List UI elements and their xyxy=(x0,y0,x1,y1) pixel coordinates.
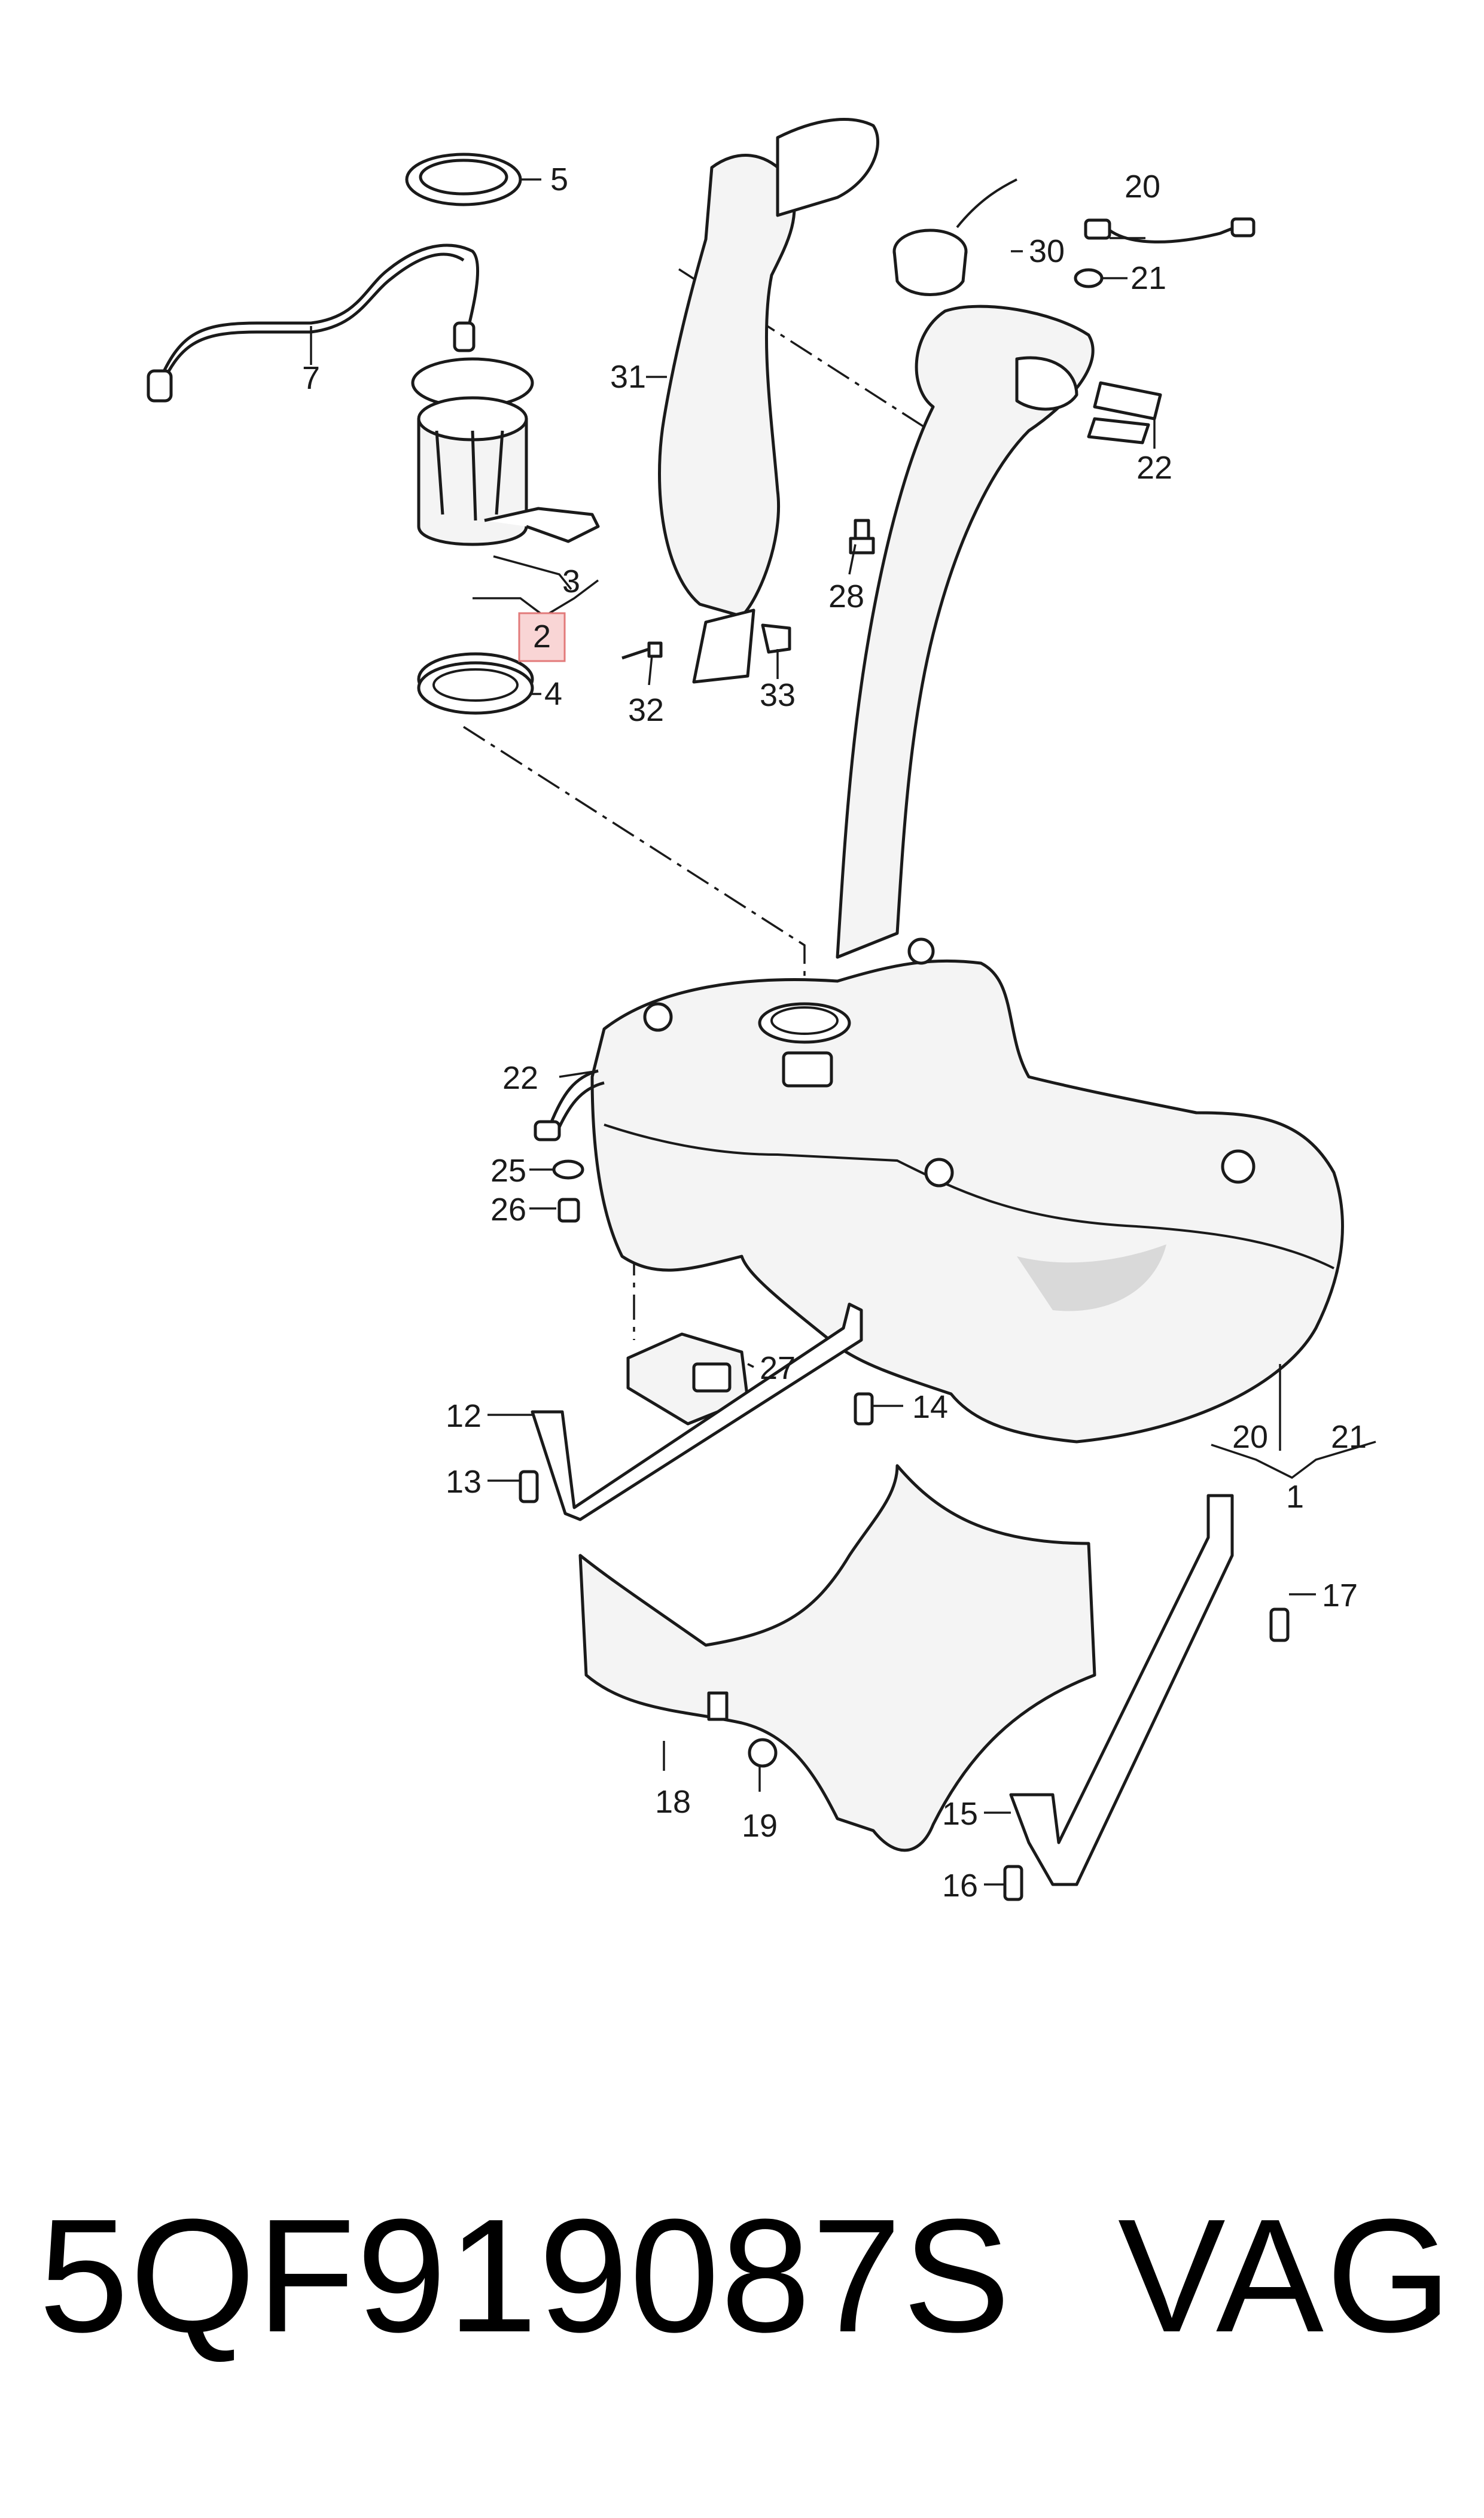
tank-strap-rear xyxy=(1003,1494,1290,1901)
heat-shield-part-18 xyxy=(578,1464,1096,1852)
callout-1[interactable]: 1 xyxy=(1286,1479,1304,1515)
callout-28[interactable]: 28 xyxy=(828,578,864,614)
sensor-part-20-top xyxy=(1074,217,1256,288)
callout-12[interactable]: 12 xyxy=(446,1398,482,1434)
callout-21-top[interactable]: 21 xyxy=(1130,260,1166,296)
callout-20-top[interactable]: 20 xyxy=(1125,169,1160,205)
callout-27[interactable]: 27 xyxy=(760,1350,796,1386)
callout-33[interactable]: 33 xyxy=(760,677,796,713)
fuel-pump-module-part-2 xyxy=(411,357,600,546)
callout-16[interactable]: 16 xyxy=(942,1868,978,1904)
callout-17[interactable]: 17 xyxy=(1322,1578,1358,1613)
callout-labels: 2 5 7 3 4 31 30 20 21 22 28 32 33 22 25 … xyxy=(302,162,1367,1904)
callout-21-tank[interactable]: 21 xyxy=(1331,1419,1367,1455)
tank-strap-front xyxy=(519,1302,874,1521)
callout-3[interactable]: 3 xyxy=(562,564,580,599)
lock-ring-part-4 xyxy=(417,652,534,715)
callout-7[interactable]: 7 xyxy=(302,360,320,396)
callout-13[interactable]: 13 xyxy=(446,1464,482,1500)
callout-22-left[interactable]: 22 xyxy=(502,1060,538,1096)
filler-neck-shield-part-31 xyxy=(658,118,879,684)
callout-5[interactable]: 5 xyxy=(550,162,568,197)
callout-18[interactable]: 18 xyxy=(655,1784,691,1820)
fuel-tank-part-1 xyxy=(590,937,1344,1444)
filler-cap-part-30 xyxy=(892,178,1017,296)
callout-14[interactable]: 14 xyxy=(912,1389,948,1425)
callout-30[interactable]: 30 xyxy=(1029,233,1065,269)
control-unit-part-27 xyxy=(626,1332,749,1426)
sealing-ring-part-5 xyxy=(405,153,522,206)
callout-15[interactable]: 15 xyxy=(942,1796,978,1832)
leader-lines xyxy=(310,178,1376,1886)
fuel-line-part-7 xyxy=(147,243,480,403)
exploded-parts-diagram: 2 5 7 3 4 31 30 20 21 22 28 32 33 22 25 … xyxy=(147,118,1376,1904)
callout-32[interactable]: 32 xyxy=(628,692,664,728)
left-pipe-and-fittings xyxy=(534,1069,605,1223)
callout-22-right[interactable]: 22 xyxy=(1136,450,1172,486)
callout-26[interactable]: 26 xyxy=(490,1192,526,1228)
callout-25[interactable]: 25 xyxy=(490,1153,526,1189)
filler-pipe xyxy=(836,305,1162,959)
callout-4[interactable]: 4 xyxy=(544,676,562,712)
callout-20-tank[interactable]: 20 xyxy=(1232,1419,1268,1455)
part-number-caption: 5QF919087S xyxy=(39,2186,1012,2366)
callout-31[interactable]: 31 xyxy=(610,359,646,395)
highlight-box-part-2 xyxy=(518,612,566,662)
brand-caption: VAG xyxy=(1117,2186,1454,2366)
callout-2[interactable]: 2 xyxy=(533,619,551,654)
callout-19[interactable]: 19 xyxy=(742,1808,778,1844)
